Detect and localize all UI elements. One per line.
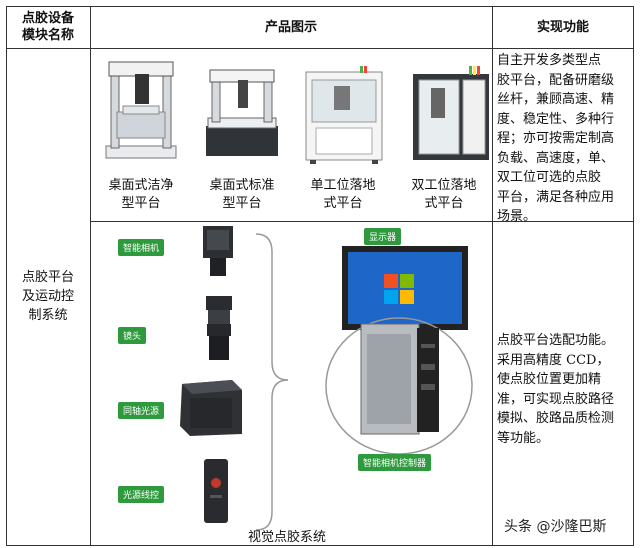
desc1-line: 平台，满足各种应用: [497, 189, 615, 205]
desc1-line: 度、稳定性、多种行: [497, 111, 615, 127]
module-name: 点胶平台 及运动控 制系统: [6, 268, 90, 325]
product-2-line2: 型平台: [222, 196, 262, 211]
light-controller-image: [204, 459, 228, 523]
desc1-line: 程；亦可按需定制高: [497, 131, 615, 146]
tag-smart-camera-controller: 智能相机控制器: [358, 454, 432, 471]
lens-image: [206, 296, 232, 360]
table-border-right: [633, 6, 634, 546]
tag-display: 显示器: [364, 228, 402, 245]
desc2-line: 采用高精度 CCD，: [497, 352, 610, 368]
display-monitor-image: [342, 246, 468, 330]
smart-camera-controller-image: [360, 323, 439, 435]
product-3-line2: 式平台: [323, 196, 363, 211]
desc1-line: 双工位可选的点胶: [497, 170, 602, 185]
product-1-line2: 型平台: [121, 196, 161, 211]
dual-station-floor-platform-image: [413, 66, 489, 160]
desc2-line: 等功能。: [497, 430, 550, 446]
product-2-line1: 桌面式标准: [209, 178, 275, 193]
header-divider: [6, 48, 634, 49]
desktop-standard-platform-image: [206, 69, 278, 156]
module-line1: 点胶平台: [21, 270, 74, 285]
header-function: 实现功能: [536, 20, 589, 35]
watermark: 头条 @沙隆巴斯: [504, 519, 607, 535]
desc1-line: 胶平台，配备研磨级: [497, 72, 615, 88]
single-station-floor-platform-image: [305, 66, 383, 164]
col-divider-1: [90, 6, 91, 546]
product-label-3: 单工位落地 式平台: [293, 177, 393, 213]
table-border-bottom: [6, 545, 634, 546]
desktop-clean-platform-image: [105, 61, 177, 159]
tag-light-controller: 光源线控: [118, 486, 165, 503]
product-3-line1: 单工位落地: [310, 178, 376, 193]
product-4-line1: 双工位落地: [411, 178, 477, 193]
row-divider: [90, 221, 634, 222]
coaxial-light-image: [180, 380, 242, 436]
desc1-line: 丝杆，兼顾高速、精: [497, 92, 615, 107]
spec-table: 点胶设备 模块名称 产品图示 实现功能 点胶平台 及运动控 制系统: [6, 6, 634, 546]
header-product-image: 产品图示: [264, 20, 317, 35]
desc2-line: 模拟、胶路品质检测: [497, 411, 615, 426]
desc1-line: 自主开发多类型点: [497, 53, 602, 68]
header-module-line2: 模块名称: [21, 28, 74, 43]
desc1-line: 负载、高速度，单、: [497, 150, 615, 166]
product-4-line2: 式平台: [424, 196, 464, 211]
product-label-1: 桌面式洁净 型平台: [91, 177, 191, 213]
desc1-line: 场景。: [497, 209, 537, 224]
header-module-name: 点胶设备 模块名称: [6, 10, 90, 44]
header-module-line1: 点胶设备: [21, 11, 74, 26]
module-line3: 制系统: [28, 308, 68, 323]
desc2-line: 使点胶位置更加精: [497, 372, 602, 387]
tag-lens: 镜头: [118, 327, 147, 344]
vision-system-caption: 视觉点胶系统: [248, 530, 327, 545]
components-bracket: [255, 233, 289, 531]
product-label-4: 双工位落地 式平台: [394, 177, 494, 213]
col-divider-2: [492, 6, 493, 546]
product-1-line1: 桌面式洁净: [108, 178, 174, 193]
smart-camera-image: [203, 226, 233, 276]
table-border-left: [6, 6, 7, 546]
tag-smart-camera: 智能相机: [118, 239, 165, 256]
platform-function-desc: 自主开发多类型点 胶平台，配备研磨级 丝杆，兼顾高速、精 度、稳定性、多种行 程…: [497, 51, 630, 227]
product-label-2: 桌面式标准 型平台: [192, 177, 292, 213]
desc2-line: 准，可实现点胶路径: [497, 391, 615, 407]
table-border-top: [6, 6, 634, 7]
module-line2: 及运动控: [21, 289, 74, 304]
tag-coaxial-light: 同轴光源: [118, 402, 165, 419]
vision-function-desc: 点胶平台选配功能。 采用高精度 CCD， 使点胶位置更加精 准，可实现点胶路径 …: [497, 331, 630, 448]
desc2-line: 点胶平台选配功能。: [497, 333, 615, 348]
